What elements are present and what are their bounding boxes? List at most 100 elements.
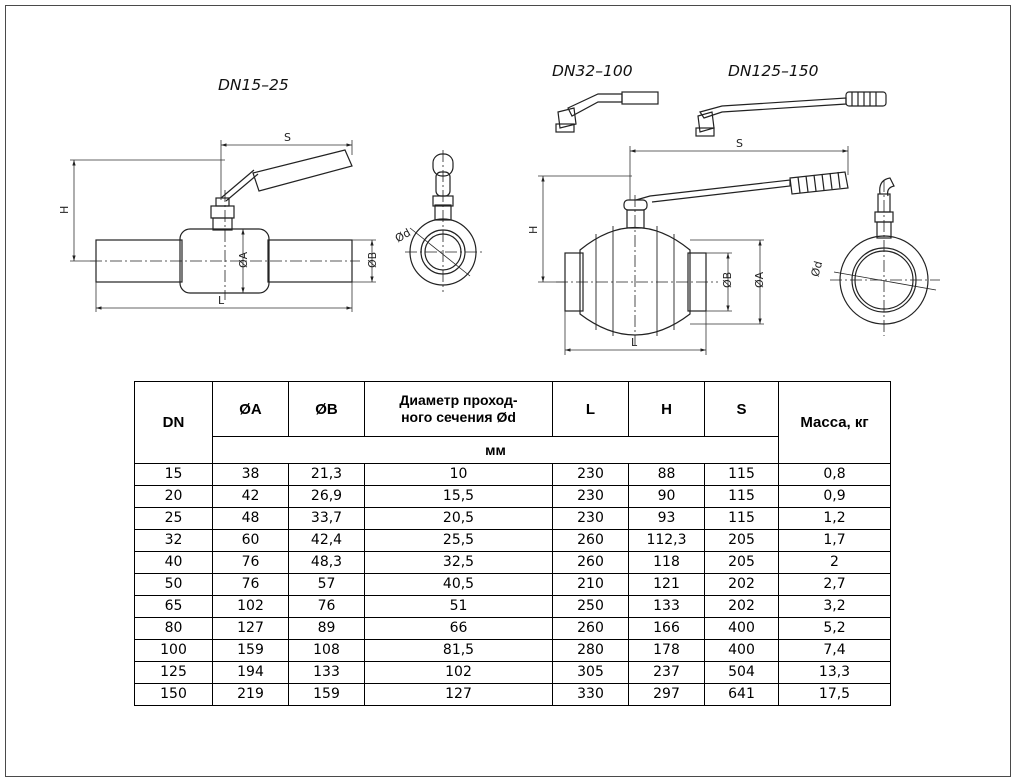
dim-a-small: ØA	[237, 251, 250, 268]
table-cell: 7,4	[778, 639, 891, 662]
small-valve-side-view	[90, 149, 360, 300]
header-h: H	[628, 381, 705, 437]
small-valve-front-view	[405, 150, 482, 292]
table-header-row: DN ØA ØB Диаметр проход- ного сечения Ød…	[134, 381, 891, 464]
table-cell: 125	[134, 661, 213, 684]
table-cell: 100	[134, 639, 213, 662]
table-cell: 260	[552, 551, 629, 574]
table-cell: 202	[704, 573, 779, 596]
table-cell: 42	[212, 485, 289, 508]
dim-h-small: H	[58, 206, 71, 214]
table-cell: 210	[552, 573, 629, 596]
table-cell: 230	[552, 507, 629, 530]
table-cell: 260	[552, 617, 629, 640]
table-cell: 5,2	[778, 617, 891, 640]
table-cell: 42,4	[288, 529, 365, 552]
table-cell: 1,7	[778, 529, 891, 552]
table-cell: 127	[212, 617, 289, 640]
table-cell: 400	[704, 639, 779, 662]
table-cell: 10	[364, 463, 553, 486]
table-cell: 194	[212, 661, 289, 684]
table-cell: 250	[552, 595, 629, 618]
table-cell: 159	[288, 683, 365, 706]
header-s: S	[704, 381, 779, 437]
dim-s-small: S	[284, 131, 291, 144]
valve-drawings: S H L ØA ØB Ød	[58, 91, 940, 355]
header-dn: DN	[134, 381, 213, 464]
table-cell: 80	[134, 617, 213, 640]
table-cell: 20	[134, 485, 213, 508]
table-cell: 205	[704, 529, 779, 552]
table-cell: 330	[552, 683, 629, 706]
table-cell: 93	[628, 507, 705, 530]
table-cell: 230	[552, 463, 629, 486]
dim-s-large: S	[736, 137, 743, 150]
dim-h-large: H	[527, 226, 540, 234]
dim-l-small: L	[218, 294, 225, 307]
table-cell: 17,5	[778, 683, 891, 706]
header-a: ØA	[212, 381, 289, 437]
table-cell: 38	[212, 463, 289, 486]
small-valve-dimensions	[70, 140, 376, 312]
table-unit-row: мм	[135, 436, 891, 464]
table-cell: 15	[134, 463, 213, 486]
table-cell: 20,5	[364, 507, 553, 530]
table-cell: 400	[704, 617, 779, 640]
page-frame	[5, 5, 1011, 777]
handle-dn125-150	[695, 91, 887, 137]
table-cell: 48,3	[288, 551, 365, 574]
table-cell: 51	[364, 595, 553, 618]
header-mass: Масса, кг	[778, 381, 891, 464]
table-cell: 159	[212, 639, 289, 662]
table-cell: 15,5	[364, 485, 553, 508]
dim-l-large: L	[631, 336, 638, 349]
table-cell: 150	[134, 683, 213, 706]
table-cell: 88	[628, 463, 705, 486]
table-cell: 121	[628, 573, 705, 596]
table-cell: 40,5	[364, 573, 553, 596]
handle-dn32-100	[555, 91, 659, 133]
table-cell: 202	[704, 595, 779, 618]
large-valve-side-view	[556, 171, 849, 345]
table-cell: 237	[628, 661, 705, 684]
label-dn15-25: DN15–25	[218, 76, 289, 94]
table-cell: 60	[212, 529, 289, 552]
dim-d-small: Ød	[393, 226, 413, 245]
table-cell: 25	[134, 507, 213, 530]
large-valve-dimensions	[538, 146, 849, 355]
table-cell: 40	[134, 551, 213, 574]
table-cell: 102	[364, 661, 553, 684]
table-cell: 25,5	[364, 529, 553, 552]
table-cell: 3,2	[778, 595, 891, 618]
table-cell: 219	[212, 683, 289, 706]
table-cell: 32	[134, 529, 213, 552]
table-cell: 32,5	[364, 551, 553, 574]
table-cell: 118	[628, 551, 705, 574]
table-cell: 89	[288, 617, 365, 640]
table-cell: 76	[212, 573, 289, 596]
table-cell: 21,3	[288, 463, 365, 486]
spec-table: DN ØA ØB Диаметр проход- ного сечения Ød…	[134, 381, 891, 706]
table-cell: 641	[704, 683, 779, 706]
table-cell: 230	[552, 485, 629, 508]
table-cell: 102	[212, 595, 289, 618]
dim-b-large: ØB	[721, 272, 734, 288]
table-cell: 90	[628, 485, 705, 508]
table-cell: 65	[134, 595, 213, 618]
dim-d-large: Ød	[809, 260, 826, 278]
table-cell: 81,5	[364, 639, 553, 662]
table-cell: 57	[288, 573, 365, 596]
table-cell: 115	[704, 507, 779, 530]
header-unit: мм	[212, 436, 779, 464]
dim-a-large: ØA	[753, 271, 766, 288]
table-cell: 115	[704, 463, 779, 486]
